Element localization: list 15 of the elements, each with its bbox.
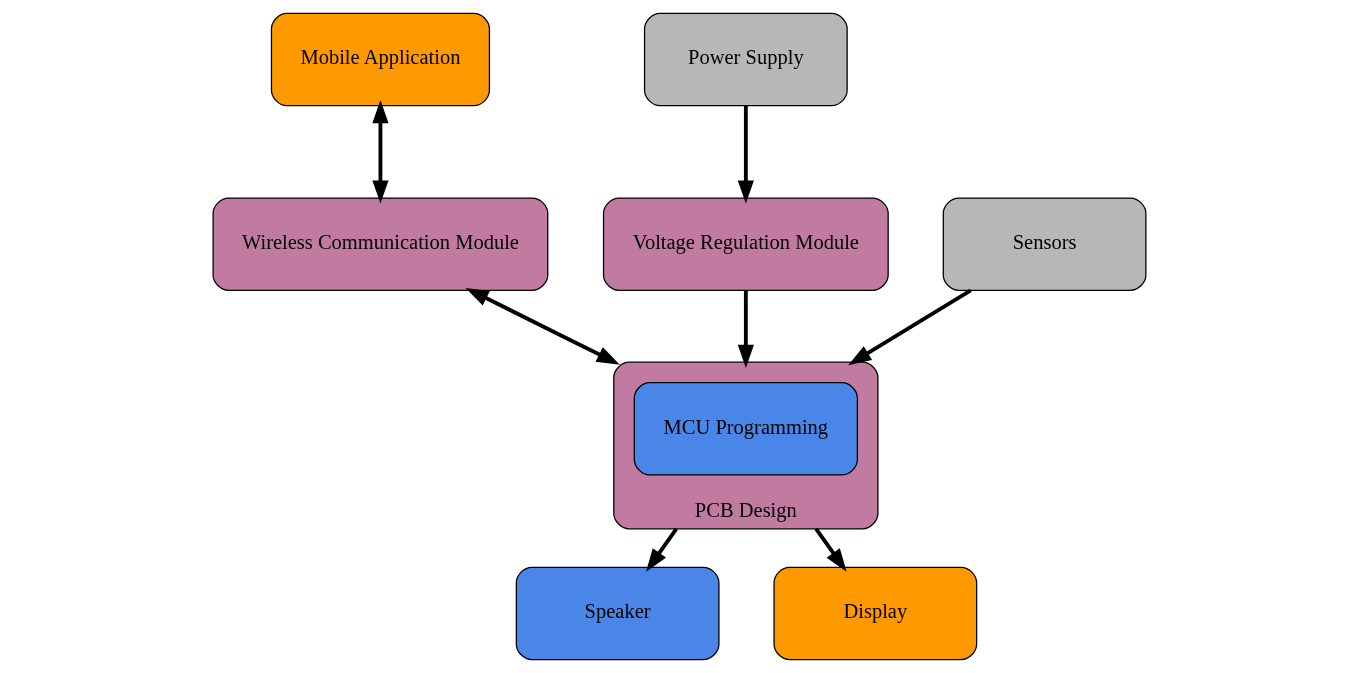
arrow: [814, 527, 847, 572]
node-box: Sensors: [942, 197, 1146, 291]
arrow: [465, 287, 620, 365]
node-box: Power Supply: [643, 12, 848, 107]
arrow: [737, 105, 754, 204]
node-box: MCU Programming: [633, 382, 858, 476]
node-box: Mobile Application: [270, 12, 490, 107]
arrow: [847, 288, 972, 366]
node-box: Wireless Communication Module: [212, 197, 548, 291]
arrow: [737, 290, 754, 368]
node-box: Speaker: [515, 566, 720, 661]
arrow: [645, 527, 678, 572]
node-box: Voltage Regulation Module: [602, 197, 889, 291]
arrow: [371, 100, 389, 204]
node-box: Display: [772, 566, 977, 661]
